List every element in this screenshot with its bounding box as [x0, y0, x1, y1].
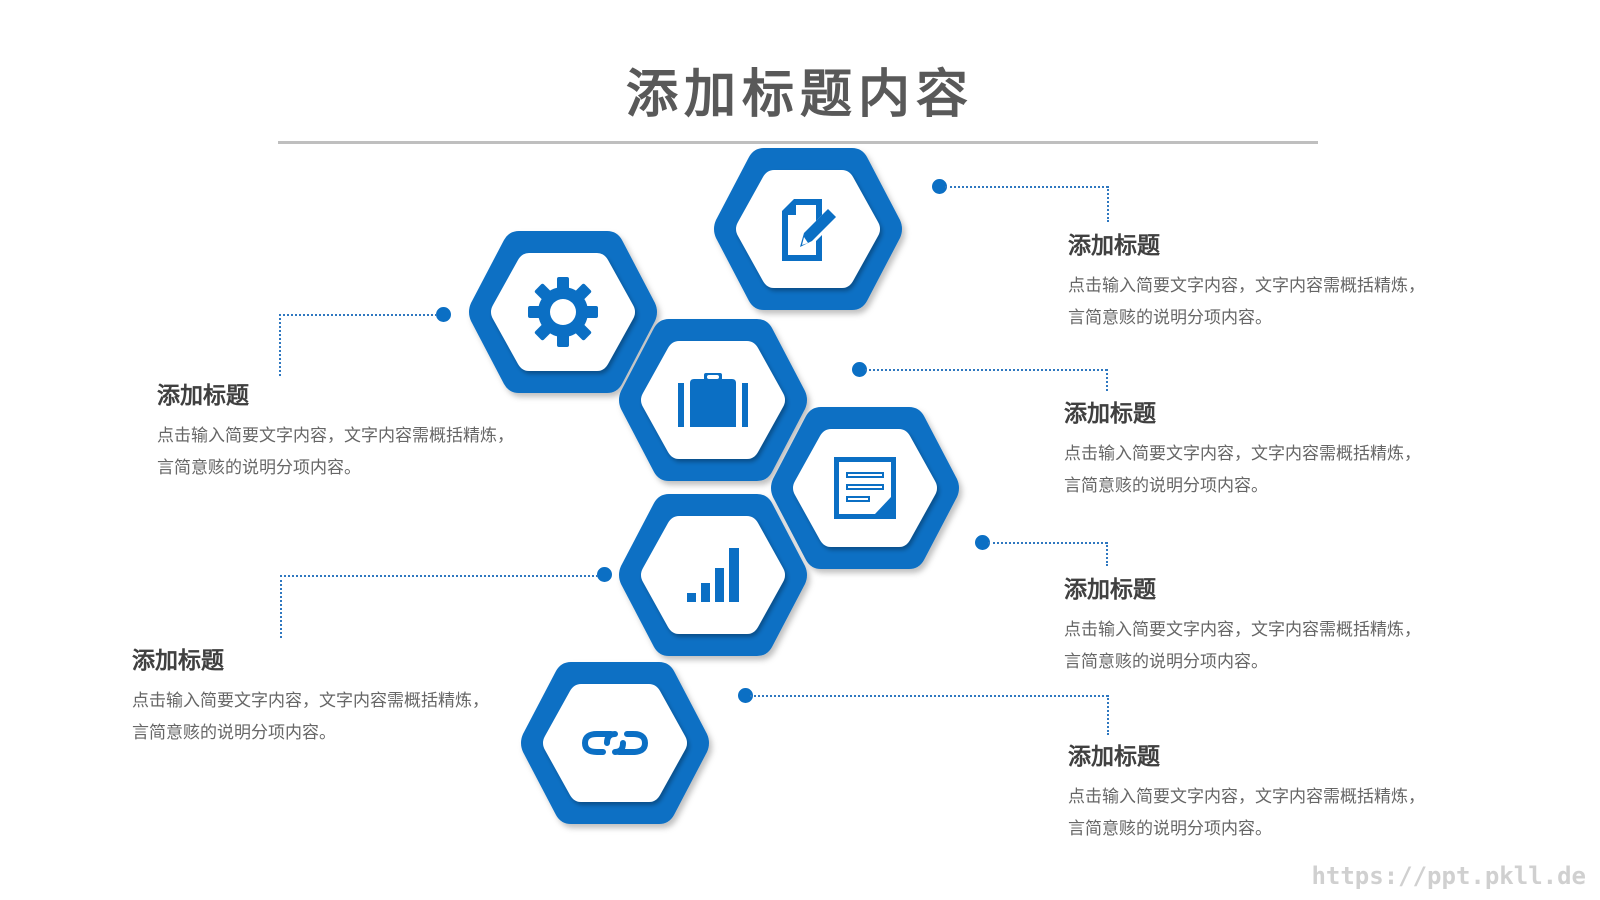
hexagon-link [519, 658, 711, 828]
item-text: 点击输入简要文字内容，文字内容需概括精炼， [132, 691, 489, 711]
item-text: 言简意赅的说明分项内容。 [1064, 476, 1268, 496]
link-icon [581, 731, 649, 755]
item-text: 言简意赅的说明分项内容。 [1064, 652, 1268, 672]
hexagon-bar-chart [617, 490, 809, 660]
connector-line [750, 695, 1108, 697]
item-briefcase: 添加标题 点击输入简要文字内容，文字内容需概括精炼， 言简意赅的说明分项内容。 [1064, 394, 1421, 502]
connector-dot [436, 307, 451, 322]
connector-dot [932, 179, 947, 194]
page-title: 添加标题内容 [625, 65, 974, 125]
connector-line [865, 369, 1107, 371]
watermark: https://ppt.pkll.de [1311, 862, 1586, 890]
item-link: 添加标题 点击输入简要文字内容，文字内容需概括精炼， 言简意赅的说明分项内容。 [1068, 737, 1425, 845]
connector-line [280, 575, 282, 638]
connector-line [1107, 186, 1109, 222]
connector-line [1107, 695, 1109, 735]
item-text: 点击输入简要文字内容，文字内容需概括精炼， [1064, 444, 1421, 464]
item-heading: 添加标题 [1068, 744, 1160, 770]
connector-line [279, 314, 281, 376]
connector-dot [597, 567, 612, 582]
item-heading: 添加标题 [1068, 233, 1160, 259]
hexagon-edit [712, 144, 904, 314]
item-text: 点击输入简要文字内容，文字内容需概括精炼， [157, 426, 514, 446]
item-heading: 添加标题 [1064, 577, 1156, 603]
connector-dot [852, 362, 867, 377]
item-text: 言简意赅的说明分项内容。 [1068, 819, 1272, 839]
hexagon-note [769, 403, 961, 573]
connector-dot [975, 535, 990, 550]
connector-line [945, 186, 1108, 188]
item-note: 添加标题 点击输入简要文字内容，文字内容需概括精炼， 言简意赅的说明分项内容。 [1064, 570, 1421, 678]
connector-line [1106, 369, 1108, 391]
item-text: 点击输入简要文字内容，文字内容需概括精炼， [1068, 787, 1425, 807]
gear-icon [528, 277, 598, 347]
item-text: 言简意赅的说明分项内容。 [1068, 308, 1272, 328]
title-divider [278, 141, 1318, 144]
bar-chart-icon [687, 548, 739, 602]
item-text: 言简意赅的说明分项内容。 [132, 723, 336, 743]
item-heading: 添加标题 [1064, 401, 1156, 427]
item-text: 点击输入简要文字内容，文字内容需概括精炼， [1068, 276, 1425, 296]
briefcase-icon [678, 373, 748, 427]
connector-dot [738, 688, 753, 703]
item-edit: 添加标题 点击输入简要文字内容，文字内容需概括精炼， 言简意赅的说明分项内容。 [1068, 226, 1425, 334]
item-text: 言简意赅的说明分项内容。 [157, 458, 361, 478]
connector-line [988, 542, 1107, 544]
edit-document-icon [782, 199, 836, 261]
item-heading: 添加标题 [132, 648, 224, 674]
connector-line [279, 314, 437, 316]
item-text: 点击输入简要文字内容，文字内容需概括精炼， [1064, 620, 1421, 640]
item-chart: 添加标题 点击输入简要文字内容，文字内容需概括精炼， 言简意赅的说明分项内容。 [132, 641, 489, 749]
hexagon-briefcase [617, 315, 809, 485]
connector-line [1106, 542, 1108, 566]
item-heading: 添加标题 [157, 383, 249, 409]
item-gear: 添加标题 点击输入简要文字内容，文字内容需概括精炼， 言简意赅的说明分项内容。 [157, 376, 514, 484]
note-icon [834, 457, 896, 519]
connector-line [280, 575, 598, 577]
hexagon-gear [467, 227, 659, 397]
